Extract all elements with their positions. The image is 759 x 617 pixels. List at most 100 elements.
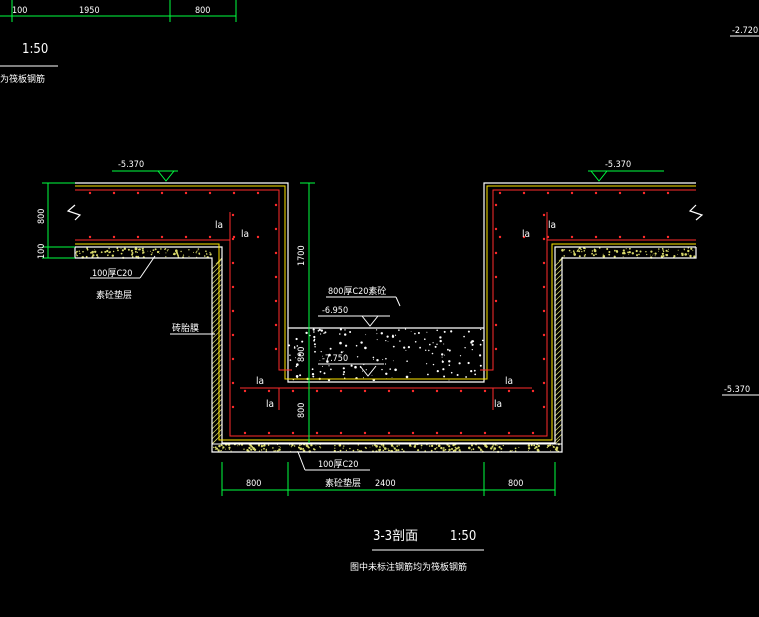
- cushion-speck: [156, 250, 160, 254]
- rebar-dot: [231, 405, 235, 409]
- rebar-dot: [542, 213, 546, 217]
- rebar-dot: [208, 191, 212, 195]
- rebar-dot: [542, 357, 546, 361]
- fill-speck: [350, 364, 353, 367]
- cushion-speck: [228, 448, 230, 450]
- brick-hatch-line: [211, 403, 223, 415]
- cushion-speck: [127, 248, 130, 251]
- fill-speck: [313, 339, 315, 342]
- cushion-speck: [387, 448, 389, 450]
- fill-speck: [414, 332, 416, 335]
- fill-speck: [409, 372, 411, 373]
- fill-speck: [471, 343, 474, 346]
- fill-speck: [479, 354, 482, 357]
- cushion-speck: [142, 251, 145, 254]
- cushion-speck: [608, 251, 611, 253]
- cushion-speck: [375, 445, 378, 448]
- cushion-speck: [684, 253, 687, 256]
- labels: 100厚C20 素砼垫层 砖胎膜 800厚C20素砼 100厚C20 素砼垫层 …: [90, 220, 556, 489]
- cushion-speck: [631, 252, 634, 255]
- fill-speck: [443, 375, 446, 378]
- fill-speck: [342, 373, 345, 376]
- rebar-dot: [494, 323, 498, 327]
- fill-speck: [398, 329, 400, 331]
- level-text-left: -5.370: [118, 160, 144, 170]
- cushion-speck: [650, 254, 651, 256]
- fill-speck: [311, 373, 315, 376]
- brick-hatch-line: [211, 428, 223, 440]
- cushion-speck: [289, 444, 291, 446]
- cushion-speck: [395, 449, 398, 452]
- rebar-dot: [339, 431, 343, 435]
- cushion-speck: [485, 445, 488, 448]
- cushion-speck: [650, 250, 653, 253]
- cushion-speck: [577, 250, 579, 252]
- cushion-speck: [602, 254, 606, 258]
- fill-speck: [463, 335, 465, 338]
- rebar-dot: [274, 323, 278, 327]
- fill-speck: [467, 330, 470, 333]
- section-note: 图中未标注钢筋均为筏板钢筋: [350, 561, 467, 573]
- cushion-speck: [471, 444, 473, 447]
- cushion-speck: [448, 448, 451, 451]
- fill-speck: [464, 347, 466, 349]
- rebar-dot: [363, 389, 367, 393]
- brick-wall-label: 砖胎膜: [172, 322, 199, 334]
- brick-hatch-line: [554, 343, 563, 352]
- cushion-speck: [602, 253, 604, 255]
- cushion-speck: [514, 447, 517, 450]
- brick-hatch-line: [554, 348, 563, 357]
- brick-hatch-line: [554, 298, 563, 307]
- fill-speck: [436, 329, 439, 332]
- rebar-dot: [339, 389, 343, 393]
- fill-speck: [295, 357, 296, 359]
- la-label: la: [241, 229, 249, 240]
- cushion-speck: [165, 252, 167, 254]
- fill-speck: [342, 367, 345, 370]
- brick-hatch-line: [554, 433, 563, 442]
- cushion-speck: [472, 448, 475, 451]
- cushion-speck: [625, 248, 627, 250]
- cushion-speck: [365, 447, 367, 449]
- fill-speck: [439, 336, 442, 339]
- cushion-label-left-2: 素砼垫层: [96, 289, 132, 301]
- rebar-dot: [618, 235, 622, 239]
- fill-speck: [345, 344, 348, 347]
- cushion-speck: [690, 247, 693, 250]
- rebar-dot: [542, 237, 546, 241]
- fill-speck: [381, 368, 383, 371]
- rebar-dot: [231, 261, 235, 265]
- fill-speck: [391, 377, 393, 378]
- rebar-dot: [546, 235, 550, 239]
- rebar-dot: [498, 191, 502, 195]
- leader-line: [395, 296, 401, 307]
- rebar-dot: [594, 235, 598, 239]
- brick-hatch-line: [554, 313, 563, 322]
- cushion-speck: [134, 250, 137, 253]
- fill-speck: [473, 369, 476, 372]
- rebar: [75, 189, 696, 437]
- rebar-dot: [231, 285, 235, 289]
- fill-speck: [465, 376, 467, 378]
- brick-hatch-line: [211, 318, 223, 330]
- cushion-speck: [527, 444, 531, 447]
- fill-speck: [296, 345, 299, 347]
- fill-speck: [320, 329, 323, 332]
- fill-speck: [330, 368, 332, 371]
- rebar-dot: [274, 299, 278, 303]
- fill-speck: [322, 365, 323, 367]
- cushion-speck: [94, 250, 97, 253]
- cushion-speck: [694, 247, 696, 249]
- cushion-speck: [502, 444, 504, 447]
- cushion-speck: [389, 450, 391, 452]
- brick-hatch-line: [211, 308, 223, 320]
- fill-speck: [429, 343, 431, 346]
- cushion-speck: [214, 448, 217, 450]
- cushion-speck: [379, 449, 381, 452]
- cushion-label-bottom-2: 素砼垫层: [325, 477, 361, 489]
- la-label: la: [505, 376, 513, 387]
- cushion-speck: [149, 250, 151, 252]
- break-line-left: [66, 204, 82, 221]
- rebar-dot: [411, 431, 415, 435]
- rebar-dot: [459, 431, 463, 435]
